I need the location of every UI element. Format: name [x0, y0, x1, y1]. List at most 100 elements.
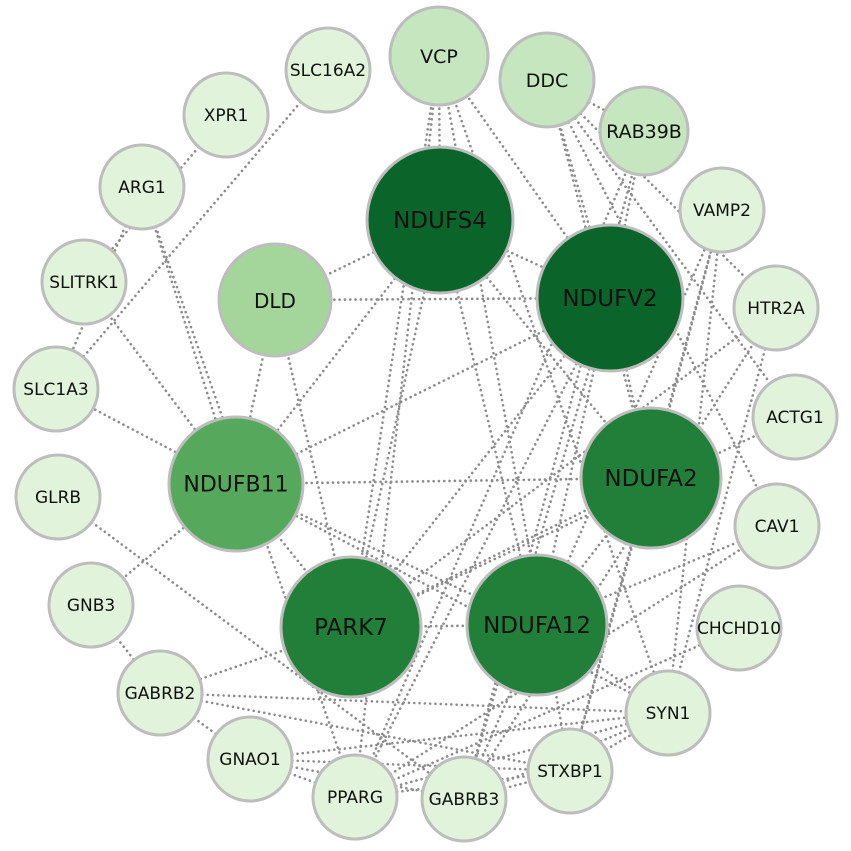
node-circle[interactable] — [182, 71, 270, 159]
node-label: SLITRK1 — [49, 273, 118, 293]
node-circle[interactable] — [732, 264, 820, 352]
node-label: SLC16A2 — [290, 61, 366, 81]
node-label: DLD — [254, 289, 296, 313]
node-circle[interactable] — [14, 453, 102, 541]
edge-park7-actg1 — [349, 415, 797, 629]
node-circle[interactable] — [12, 345, 100, 433]
node-glrb[interactable]: GLRB — [14, 453, 102, 541]
node-circle[interactable] — [279, 555, 423, 699]
node-slc1a3[interactable]: SLC1A3 — [12, 345, 100, 433]
node-gnao1[interactable]: GNAO1 — [206, 715, 294, 803]
node-chchd10[interactable]: CHCHD10 — [695, 584, 783, 672]
node-label: CAV1 — [755, 517, 800, 537]
node-label: NDUFA2 — [604, 466, 697, 492]
node-park7[interactable]: PARK7 — [279, 555, 423, 699]
edge-gnao1-stxbp1 — [248, 757, 572, 773]
node-pparg[interactable]: PPARG — [311, 753, 399, 841]
node-ndufa2[interactable]: NDUFA2 — [579, 406, 723, 550]
node-cav1[interactable]: CAV1 — [733, 482, 821, 570]
edge-pparg-syn1 — [353, 711, 670, 799]
node-gabrb2[interactable]: GABRB2 — [116, 649, 204, 737]
node-actg1[interactable]: ACTG1 — [751, 373, 839, 461]
node-circle[interactable] — [116, 649, 204, 737]
node-circle[interactable] — [388, 5, 490, 107]
edge-ndufv2-vcp — [437, 54, 612, 300]
node-label: SYN1 — [646, 704, 691, 724]
node-label: HTR2A — [747, 299, 805, 319]
node-syn1[interactable]: SYN1 — [624, 669, 712, 757]
node-label: PPARG — [327, 788, 383, 808]
node-circle[interactable] — [47, 561, 135, 649]
node-circle[interactable] — [579, 406, 723, 550]
node-gabrb3[interactable]: GABRB3 — [420, 755, 508, 843]
node-gnb3[interactable]: GNB3 — [47, 561, 135, 649]
edge-gnao1-syn1 — [248, 711, 670, 761]
edge-pparg-chchd10 — [353, 626, 741, 799]
node-dld[interactable]: DLD — [217, 242, 333, 358]
node-label: SLC1A3 — [23, 380, 88, 400]
node-label: GNAO1 — [219, 750, 280, 770]
edge-pparg-cav1 — [353, 524, 779, 799]
node-circle[interactable] — [365, 145, 515, 295]
node-circle[interactable] — [598, 85, 690, 177]
node-circle[interactable] — [217, 242, 333, 358]
node-circle[interactable] — [167, 415, 305, 553]
node-label: DDC — [526, 70, 569, 92]
node-circle[interactable] — [40, 238, 128, 326]
edge-gabrb2-stxbp1 — [158, 691, 572, 773]
node-stxbp1[interactable]: STXBP1 — [526, 727, 614, 815]
node-label: NDUFA12 — [483, 613, 591, 639]
node-slc16a2[interactable]: SLC16A2 — [284, 26, 372, 114]
node-slitrk1[interactable]: SLITRK1 — [40, 238, 128, 326]
node-circle[interactable] — [311, 753, 399, 841]
node-label: XPR1 — [204, 106, 249, 126]
node-circle[interactable] — [420, 755, 508, 843]
edge-gabrb3-htr2a — [462, 306, 778, 801]
node-label: NDUFS4 — [393, 208, 487, 234]
node-circle[interactable] — [733, 482, 821, 570]
node-htr2a[interactable]: HTR2A — [732, 264, 820, 352]
node-vcp[interactable]: VCP — [388, 5, 490, 107]
node-label: GABRB3 — [429, 790, 500, 810]
edge-ddc-actg1 — [545, 78, 797, 419]
edge-glrb-gabrb3 — [56, 495, 466, 801]
node-label: GNB3 — [67, 596, 115, 616]
node-label: GABRB2 — [125, 684, 196, 704]
node-circle[interactable] — [535, 223, 685, 373]
node-circle[interactable] — [465, 553, 609, 697]
node-circle[interactable] — [526, 727, 614, 815]
node-circle[interactable] — [206, 715, 294, 803]
node-ddc[interactable]: DDC — [498, 31, 596, 129]
node-circle[interactable] — [498, 31, 596, 129]
node-xpr1[interactable]: XPR1 — [182, 71, 270, 159]
node-label: ACTG1 — [766, 408, 824, 428]
node-ndufa12[interactable]: NDUFA12 — [465, 553, 609, 697]
node-arg1[interactable]: ARG1 — [98, 143, 186, 231]
edge-ndufv2-pparg — [353, 296, 612, 799]
node-vamp2[interactable]: VAMP2 — [678, 166, 766, 254]
node-label: STXBP1 — [537, 762, 603, 782]
edge-park7-htr2a — [349, 306, 778, 629]
node-ndufv2[interactable]: NDUFV2 — [535, 223, 685, 373]
edge-ndufv2-gabrb3 — [462, 296, 612, 801]
node-label: NDUFB11 — [183, 473, 288, 498]
node-circle[interactable] — [284, 26, 372, 114]
edge-slc16a2-slc1a3 — [54, 68, 330, 391]
node-circle[interactable] — [98, 143, 186, 231]
node-circle[interactable] — [624, 669, 712, 757]
node-label: CHCHD10 — [697, 619, 781, 639]
edge-syn1-vamp2 — [666, 208, 724, 715]
node-ndufs4[interactable]: NDUFS4 — [365, 145, 515, 295]
node-circle[interactable] — [751, 373, 839, 461]
node-label: NDUFV2 — [562, 286, 657, 312]
edge-park7-vcp — [349, 54, 441, 629]
edge-ddc-htr2a — [545, 78, 778, 310]
node-rab39b[interactable]: RAB39B — [598, 85, 690, 177]
node-label: VCP — [420, 46, 458, 68]
node-label: VAMP2 — [693, 201, 751, 221]
node-circle[interactable] — [678, 166, 766, 254]
node-circle[interactable] — [695, 584, 783, 672]
node-ndufb11[interactable]: NDUFB11 — [167, 415, 305, 553]
